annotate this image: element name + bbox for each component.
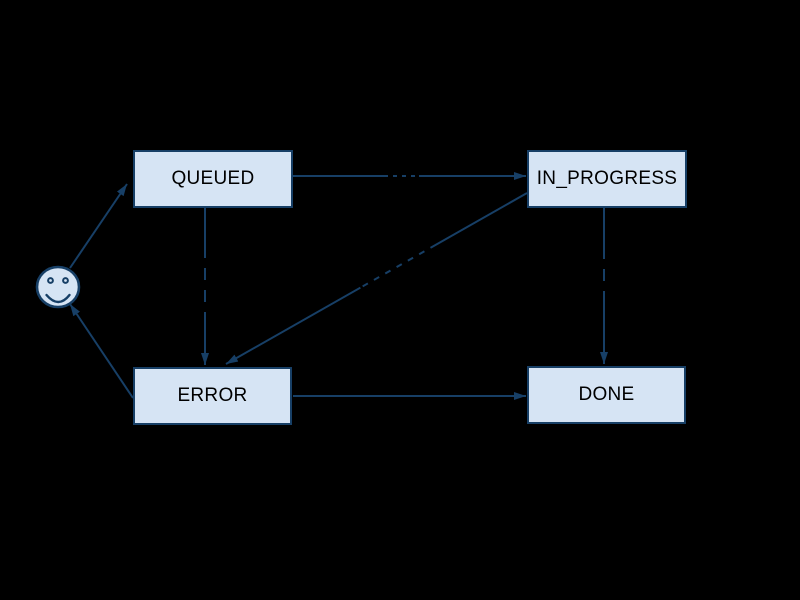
state-label-in_progress: IN_PROGRESS [536, 168, 678, 189]
state-node-queued: QUEUED [133, 150, 293, 208]
state-node-error: ERROR [133, 367, 292, 425]
state-label-done: DONE [578, 384, 635, 405]
state-node-in_progress: IN_PROGRESS [527, 150, 687, 208]
edge-hidden-label-marks-in_progress-to-error [358, 244, 432, 290]
start-smiley-icon [35, 265, 81, 309]
edge-in_progress-to-error [225, 192, 528, 365]
state-label-queued: QUEUED [171, 168, 255, 189]
smiley-right-eye [62, 277, 69, 284]
state-node-done: DONE [527, 366, 686, 424]
smiley-left-eye [47, 277, 54, 284]
state-label-error: ERROR [177, 385, 248, 406]
edge-error-to-start [69, 303, 134, 399]
edge-start-to-queued [69, 183, 128, 269]
smiley-mouth [45, 293, 71, 304]
